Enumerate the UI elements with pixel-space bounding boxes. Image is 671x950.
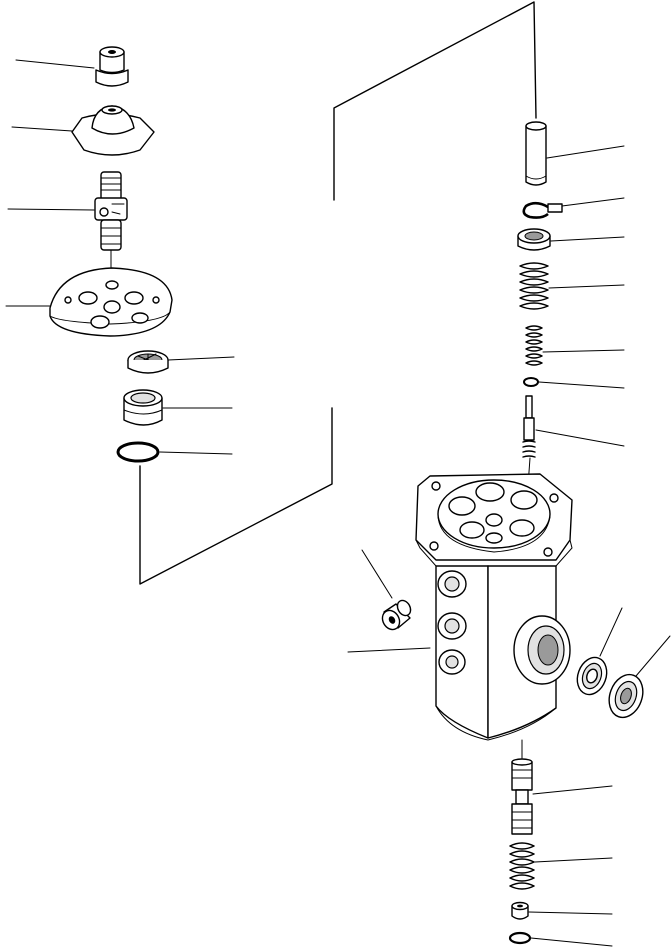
leader-spring-seat xyxy=(528,911,613,915)
part-piston xyxy=(522,395,536,458)
part-collar xyxy=(517,228,551,251)
part-side-plug xyxy=(381,599,412,631)
leader-valve-body xyxy=(347,647,431,653)
part-lower-washer xyxy=(508,931,532,945)
leader-universal-joint xyxy=(7,208,95,211)
part-port-seal xyxy=(576,656,608,696)
part-snap-ring xyxy=(522,201,563,219)
leader-lower-washer xyxy=(530,937,613,947)
part-washer xyxy=(523,377,539,387)
part-filter-screen xyxy=(127,350,169,374)
leader-outer-spring xyxy=(548,284,625,289)
assembly-guide-top xyxy=(333,1,537,201)
leader-spool xyxy=(532,785,613,795)
part-inner-spring xyxy=(525,325,543,366)
leader-filter-screen xyxy=(167,356,235,361)
leader-snap-ring xyxy=(561,197,625,207)
part-o-ring xyxy=(116,441,160,463)
assembly-guide-left xyxy=(139,407,333,585)
leader-pin xyxy=(546,145,625,159)
leader-plug xyxy=(15,59,95,69)
leader-side-plug xyxy=(361,549,393,599)
leader-inner-spring xyxy=(542,349,625,353)
part-retainer-plate xyxy=(71,105,155,156)
part-universal-joint xyxy=(94,171,128,251)
leader-retainer-plate xyxy=(11,126,73,132)
part-port-cover xyxy=(608,673,644,719)
leader-collar xyxy=(550,236,625,242)
leader-o-ring xyxy=(159,451,233,455)
part-outer-spring xyxy=(519,262,549,310)
part-disc-plate xyxy=(49,267,173,337)
leader-port-seal xyxy=(599,607,623,657)
part-lower-spring xyxy=(509,842,535,890)
part-spring-seat xyxy=(511,901,529,920)
part-valve-body xyxy=(415,473,573,741)
leader-piston xyxy=(535,429,625,447)
part-pin xyxy=(525,121,547,186)
leader-washer xyxy=(538,381,625,389)
part-spool xyxy=(511,758,533,835)
part-plug xyxy=(95,46,129,87)
part-bushing xyxy=(123,389,163,426)
leader-port-cover xyxy=(635,635,671,677)
leader-lower-spring xyxy=(534,857,613,863)
